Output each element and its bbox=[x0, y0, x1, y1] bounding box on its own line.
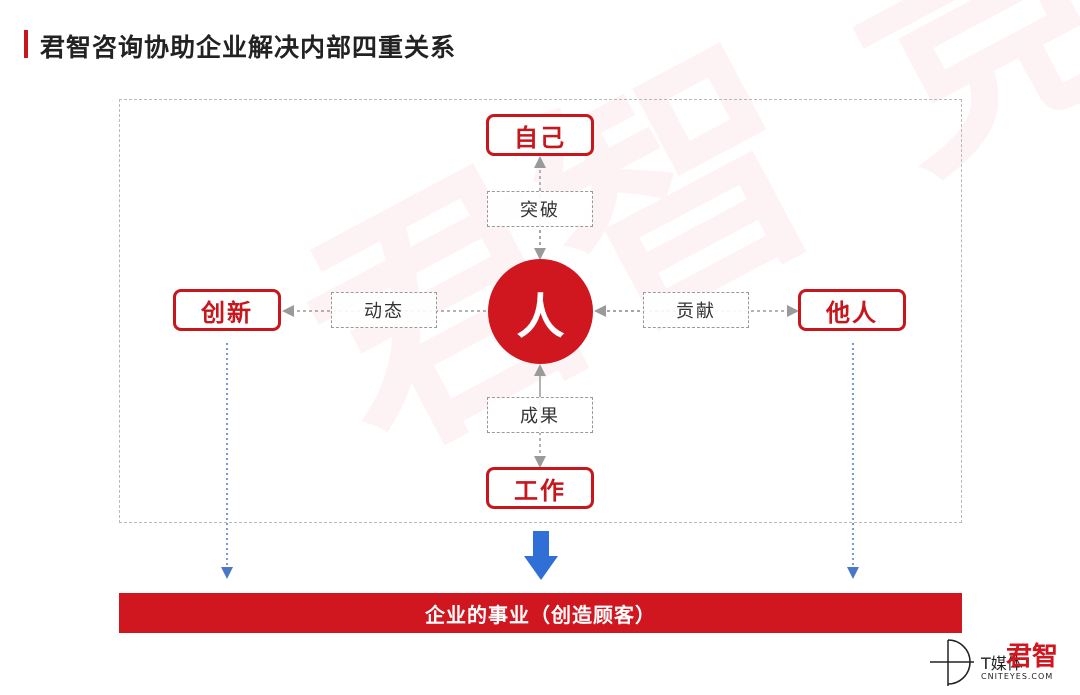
media-logo-icon bbox=[930, 639, 974, 686]
edge-label-result: 成果 bbox=[487, 397, 593, 433]
edge-label-contribution: 贡献 bbox=[643, 292, 749, 328]
node-innovation: 创新 bbox=[173, 289, 281, 331]
relationship-frame bbox=[119, 99, 962, 523]
down-arrow-icon bbox=[524, 531, 558, 580]
media-name: T媒体 bbox=[981, 654, 1023, 673]
node-self: 自己 bbox=[486, 114, 594, 156]
brand-logo: 君智 bbox=[1006, 642, 1059, 672]
edge-label-dynamic: 动态 bbox=[331, 292, 437, 328]
enterprise-business-bar: 企业的事业（创造顾客） bbox=[119, 593, 962, 633]
node-others: 他人 bbox=[798, 289, 906, 331]
edge-label-breakthrough: 突破 bbox=[487, 191, 593, 227]
center-person-circle: 人 bbox=[488, 259, 593, 364]
node-work: 工作 bbox=[486, 467, 594, 509]
footer-logo: T媒体 CNITEYES.COM 君智 bbox=[928, 632, 1076, 690]
media-domain: CNITEYES.COM bbox=[981, 672, 1054, 681]
page-title: 君智咨询协助企业解决内部四重关系 bbox=[40, 33, 457, 62]
title-accent-bar bbox=[24, 30, 28, 58]
